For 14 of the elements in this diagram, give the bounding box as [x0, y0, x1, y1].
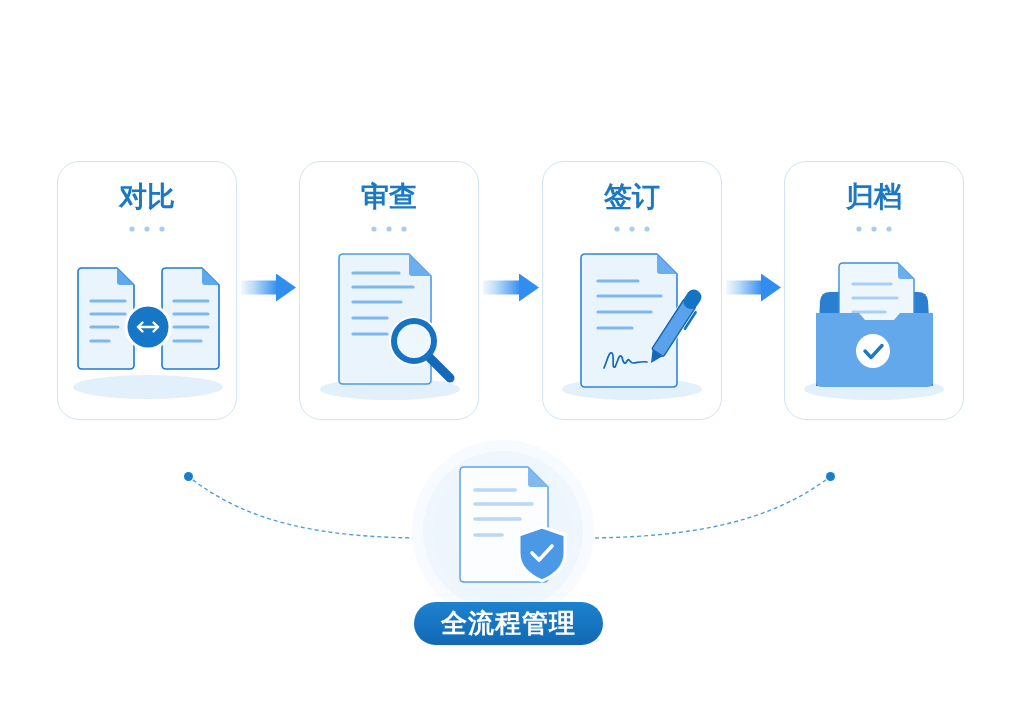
pill-label: 全流程管理	[414, 602, 603, 645]
step-card	[784, 161, 964, 420]
step-title: 对比	[119, 179, 175, 215]
step-card	[57, 161, 237, 420]
step-title: 归档	[846, 179, 902, 215]
arrow	[483, 273, 539, 302]
step-title: 签订	[604, 179, 660, 215]
arrow	[726, 273, 781, 302]
step-card	[299, 161, 479, 420]
dot-icon	[184, 472, 193, 481]
step-title: 审查	[361, 179, 417, 215]
dot-icon	[826, 472, 835, 481]
arrow	[241, 273, 296, 302]
step-card	[542, 161, 722, 420]
